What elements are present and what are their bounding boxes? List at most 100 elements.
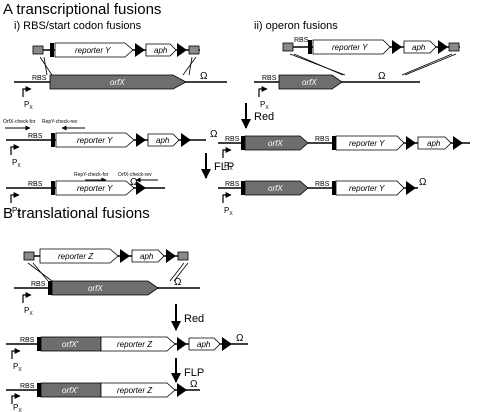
frt-site-icon xyxy=(392,40,402,54)
frt-site-icon xyxy=(453,136,463,150)
frt-site-icon xyxy=(406,181,416,195)
orfx-prime-label: orfX' xyxy=(62,386,79,395)
cassette-operon: RBS reporter Y aph xyxy=(282,37,460,55)
reporter-z-box xyxy=(100,336,176,352)
reporter-y-label: reporter Y xyxy=(349,184,385,193)
primer-orfx-check-for: OrfX-check-for xyxy=(3,119,36,125)
orfx-label: orfX xyxy=(302,78,317,87)
orfx-gene xyxy=(51,280,159,296)
reporter-z-label: reporter Z xyxy=(58,252,94,261)
reporter-z-label: reporter Z xyxy=(117,340,153,349)
rbs-label: RBS xyxy=(294,37,309,44)
reporter-y-label: reporter Y xyxy=(75,46,111,55)
frt-site-icon xyxy=(136,181,146,195)
start-codon-mark xyxy=(37,383,41,397)
omega-terminator: Ω xyxy=(130,177,138,188)
orfx-prime-label: orfX' xyxy=(62,340,79,349)
frt-site-icon xyxy=(438,40,448,54)
construct-translational-red: RBS orfX' reporter Z aph Ω PX xyxy=(6,333,248,373)
reporter-y-box xyxy=(312,39,391,55)
promoter-label: PX xyxy=(24,100,33,111)
aph-box xyxy=(403,40,437,54)
promoter-label: PX xyxy=(12,206,21,217)
flp-label: FLP xyxy=(214,161,234,173)
aph-label: aph xyxy=(140,252,154,261)
aph-label: aph xyxy=(156,136,170,145)
orfx-label: orfX xyxy=(110,78,125,87)
orfx-label: orfX xyxy=(268,184,283,193)
rbs-label: RBS xyxy=(225,181,240,188)
start-codon-mark xyxy=(332,181,336,195)
aph-label: aph xyxy=(197,340,211,349)
orfx-gene xyxy=(278,74,343,90)
heading-operon: ii) operon fusions xyxy=(254,20,338,32)
start-codon-mark xyxy=(332,136,336,150)
rbs-label: RBS xyxy=(315,136,330,143)
promoter-arrow-icon xyxy=(11,348,21,359)
promoter-arrow-icon xyxy=(10,144,20,155)
frt-site-icon xyxy=(177,383,187,397)
promoter-arrow-icon xyxy=(10,192,20,203)
frt-site-icon xyxy=(177,337,187,351)
rbs-label: RBS xyxy=(20,383,35,390)
reporter-y-box xyxy=(335,135,405,151)
cassette-translational: reporter Z aph xyxy=(23,248,189,264)
aph-box xyxy=(147,133,180,147)
frt-site-icon xyxy=(177,43,187,57)
start-codon-mark xyxy=(48,281,52,295)
red-step-a: Red xyxy=(241,103,274,129)
promoter-label: PX xyxy=(13,362,22,373)
reporter-y-box xyxy=(55,180,135,196)
reporter-y-box xyxy=(55,132,135,148)
rbs-label: RBS xyxy=(20,337,35,344)
homology-arm-right xyxy=(188,45,200,55)
frt-site-icon xyxy=(135,43,145,57)
rbs-label: RBS xyxy=(315,181,330,188)
frt-site-icon xyxy=(120,249,130,263)
red-step-b: Red xyxy=(171,304,204,331)
rbs-label: RBS xyxy=(32,75,47,82)
reporter-y-label: reporter Y xyxy=(332,43,368,52)
promoter-label: PX xyxy=(224,161,233,172)
reporter-z-box xyxy=(100,382,176,398)
crossover-lines xyxy=(289,53,457,76)
aph-box xyxy=(417,136,452,150)
orfx-gene xyxy=(49,74,187,90)
promoter-arrow-icon xyxy=(11,393,21,404)
promoter-label: PX xyxy=(224,206,233,217)
frt-site-icon xyxy=(136,133,146,147)
homology-arm-left xyxy=(32,45,44,55)
crossover-lines xyxy=(27,262,189,282)
promoter-arrow-icon xyxy=(22,292,32,303)
promoter-label: PX xyxy=(13,403,22,412)
promoter-arrow-icon xyxy=(222,147,232,158)
start-codon-mark xyxy=(241,136,245,150)
frt-site-icon xyxy=(406,136,416,150)
homology-arm-left xyxy=(23,251,35,261)
promoter-arrow-icon xyxy=(222,192,232,203)
cassette-rbs-start: reporter Y aph xyxy=(32,42,200,58)
crossover-lines xyxy=(39,56,197,76)
omega-terminator: Ω xyxy=(174,277,182,288)
frt-site-icon xyxy=(181,133,191,147)
aph-label: aph xyxy=(154,46,168,55)
start-codon-mark xyxy=(51,181,55,195)
frt-site-icon xyxy=(222,337,232,351)
orfx-label: orfX xyxy=(88,284,103,293)
homology-arm-left xyxy=(282,42,294,52)
aph-label: aph xyxy=(412,43,426,52)
omega-terminator: Ω xyxy=(200,71,208,82)
reporter-y-label: reporter Y xyxy=(77,184,113,193)
primer-repy-check-for: RepY-check-for xyxy=(74,172,109,178)
start-codon-mark xyxy=(51,133,55,147)
red-label: Red xyxy=(184,313,204,325)
heading-rbs-start: i) RBS/start codon fusions xyxy=(14,20,142,32)
reporter-y-box xyxy=(54,42,134,58)
reporter-z-box xyxy=(39,248,119,264)
start-codon-mark xyxy=(50,43,54,57)
omega-terminator: Ω xyxy=(210,129,218,140)
orfx-label: orfX xyxy=(268,139,283,148)
omega-terminator: Ω xyxy=(378,71,386,82)
reporter-y-label: reporter Y xyxy=(77,136,113,145)
omega-terminator: Ω xyxy=(236,333,244,344)
